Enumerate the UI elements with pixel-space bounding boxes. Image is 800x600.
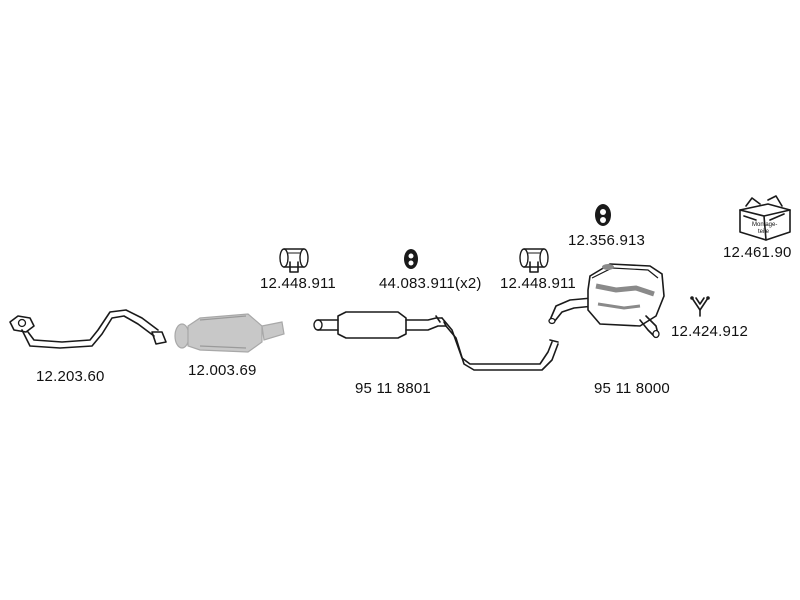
label-front-pipe: 12.203.60: [36, 368, 105, 385]
clamp-left-part: [279, 248, 309, 273]
rear-silencer-part: [548, 263, 665, 339]
gasket-hanger-part: [690, 296, 710, 317]
label-mounting-kit: 12.461.90: [723, 244, 792, 261]
label-rear-silencer: 95 11 8000: [594, 380, 670, 397]
rubber-mount-center-part: [404, 249, 418, 269]
label-rubber-mount-rear: 12.356.913: [568, 232, 646, 249]
label-rubber-mount-center: 44.083.911(x2): [379, 275, 482, 292]
front-pipe-part: [9, 309, 167, 349]
label-clamp-left: 12.448.911: [260, 275, 336, 292]
label-clamp-right: 12.448.911: [500, 275, 576, 292]
mounting-kit-box-text-2: teile: [758, 229, 770, 235]
rubber-mount-rear-part: [595, 204, 611, 226]
label-catalytic-converter: 12.003.69: [188, 362, 257, 379]
label-gasket-hanger: 12.424.912: [671, 323, 749, 340]
label-middle-silencer: 95 11 8801: [355, 380, 431, 397]
mounting-kit-part: Montage- teile: [739, 195, 791, 241]
mounting-kit-box-text-1: Montage-: [752, 222, 777, 228]
catalytic-converter-part: [174, 313, 285, 353]
middle-silencer-part: [313, 311, 559, 371]
clamp-right-part: [519, 248, 549, 273]
